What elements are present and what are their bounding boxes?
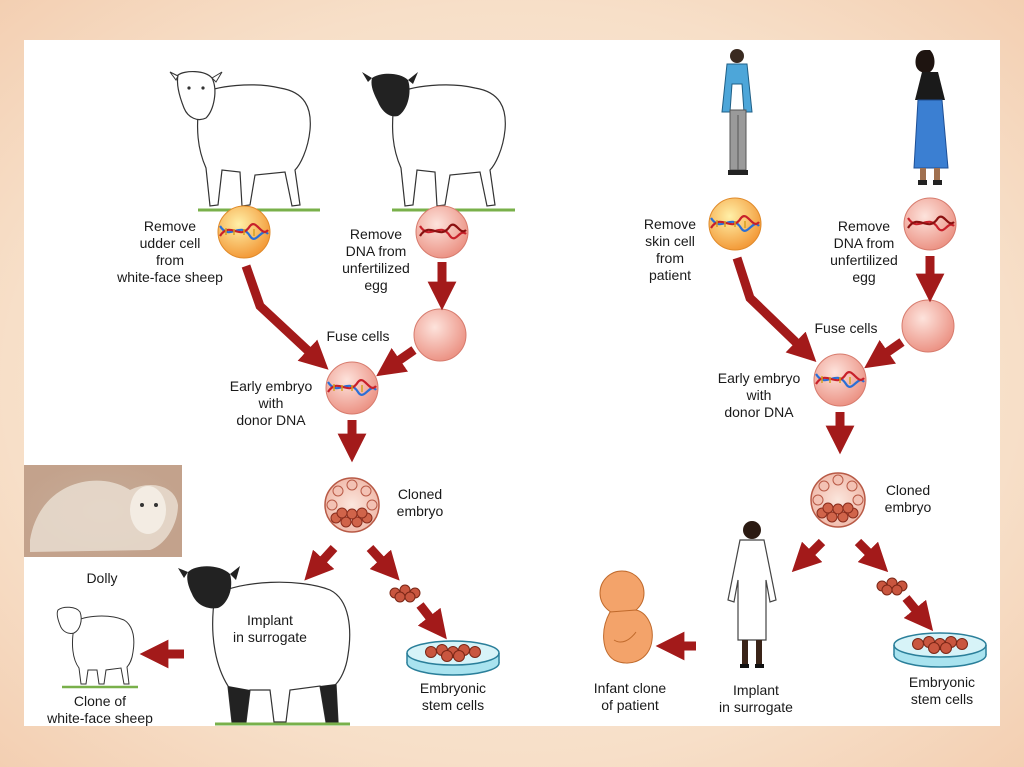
label-fuse-cells: Fuse cells: [326, 328, 390, 344]
label-fuse-cells: Fuse cells: [814, 320, 878, 336]
label-cloned-embryo: Cloned embryo: [884, 482, 932, 515]
right-arrows: [655, 256, 945, 661]
woman-icon: [913, 50, 949, 185]
udder-cell-icon: [217, 205, 271, 259]
arrow-cloned-to-surrogate: [791, 538, 826, 573]
label-embryonic-stem-cells: Embryonic stem cells: [908, 674, 976, 707]
cloned-embryo-icon: [324, 477, 380, 533]
fetus-icon: [599, 570, 653, 664]
arrow-cloned-to-stem: [854, 538, 889, 573]
stem-cell-cluster-icon: [876, 577, 908, 596]
arrow-egg-to-embryo: [376, 346, 417, 377]
label-embryonic-stem-cells: Embryonic stem cells: [419, 680, 487, 713]
arrow-udder-to-embryo: [241, 264, 329, 370]
skin-cell-icon: [708, 197, 762, 251]
label-remove-udder-cell: Remove udder cell from white-face sheep: [117, 218, 223, 285]
early-embryo-cell-icon: [325, 361, 379, 415]
label-implant-surrogate: Implant in surrogate: [233, 612, 307, 645]
label-early-embryo: Early embryo with donor DNA: [717, 370, 801, 420]
label-remove-dna-egg: Remove DNA from unfertilized egg: [342, 226, 410, 293]
cloned-embryo-icon: [810, 472, 866, 528]
surrogate-sheep-icon: [178, 566, 351, 726]
petri-dish-icon: [406, 640, 500, 676]
label-infant-clone: Infant clone of patient: [593, 680, 667, 713]
label-remove-dna-egg: Remove DNA from unfertilized egg: [830, 218, 898, 285]
black-face-sheep-icon: [362, 72, 515, 212]
label-cloned-embryo: Cloned embryo: [396, 486, 444, 519]
egg-cell-with-dna-icon: [415, 205, 469, 259]
early-embryo-cell-icon: [813, 353, 867, 407]
stem-cell-cluster-icon: [389, 584, 421, 603]
arrow-cloned-to-stem: [366, 544, 400, 581]
doctor-icon: [727, 521, 777, 668]
label-clone-white-face: Clone of white-face sheep: [47, 693, 153, 726]
left-arrows: [139, 262, 457, 669]
dolly-photo: [24, 465, 182, 557]
arrow-cloned-to-surrogate: [304, 544, 338, 581]
white-face-sheep-icon: [169, 71, 320, 212]
arrow-egg-to-embryo: [864, 338, 905, 369]
clone-sheep-icon: [56, 606, 138, 689]
man-icon: [721, 49, 753, 175]
arrow-stem-to-dish: [902, 595, 934, 632]
label-remove-skin-cell: Remove skin cell from patient: [643, 216, 697, 283]
arrow-skin-to-embryo: [732, 256, 817, 362]
egg-cell-with-dna-icon: [903, 197, 957, 251]
petri-dish-icon: [893, 632, 987, 668]
label-early-embryo: Early embryo with donor DNA: [229, 378, 313, 428]
label-dolly: Dolly: [86, 570, 118, 586]
enucleated-egg-cell-icon: [413, 308, 467, 362]
arrow-stem-to-dish: [416, 602, 447, 640]
label-implant-surrogate: Implant in surrogate: [719, 682, 793, 715]
enucleated-egg-cell-icon: [901, 299, 955, 353]
